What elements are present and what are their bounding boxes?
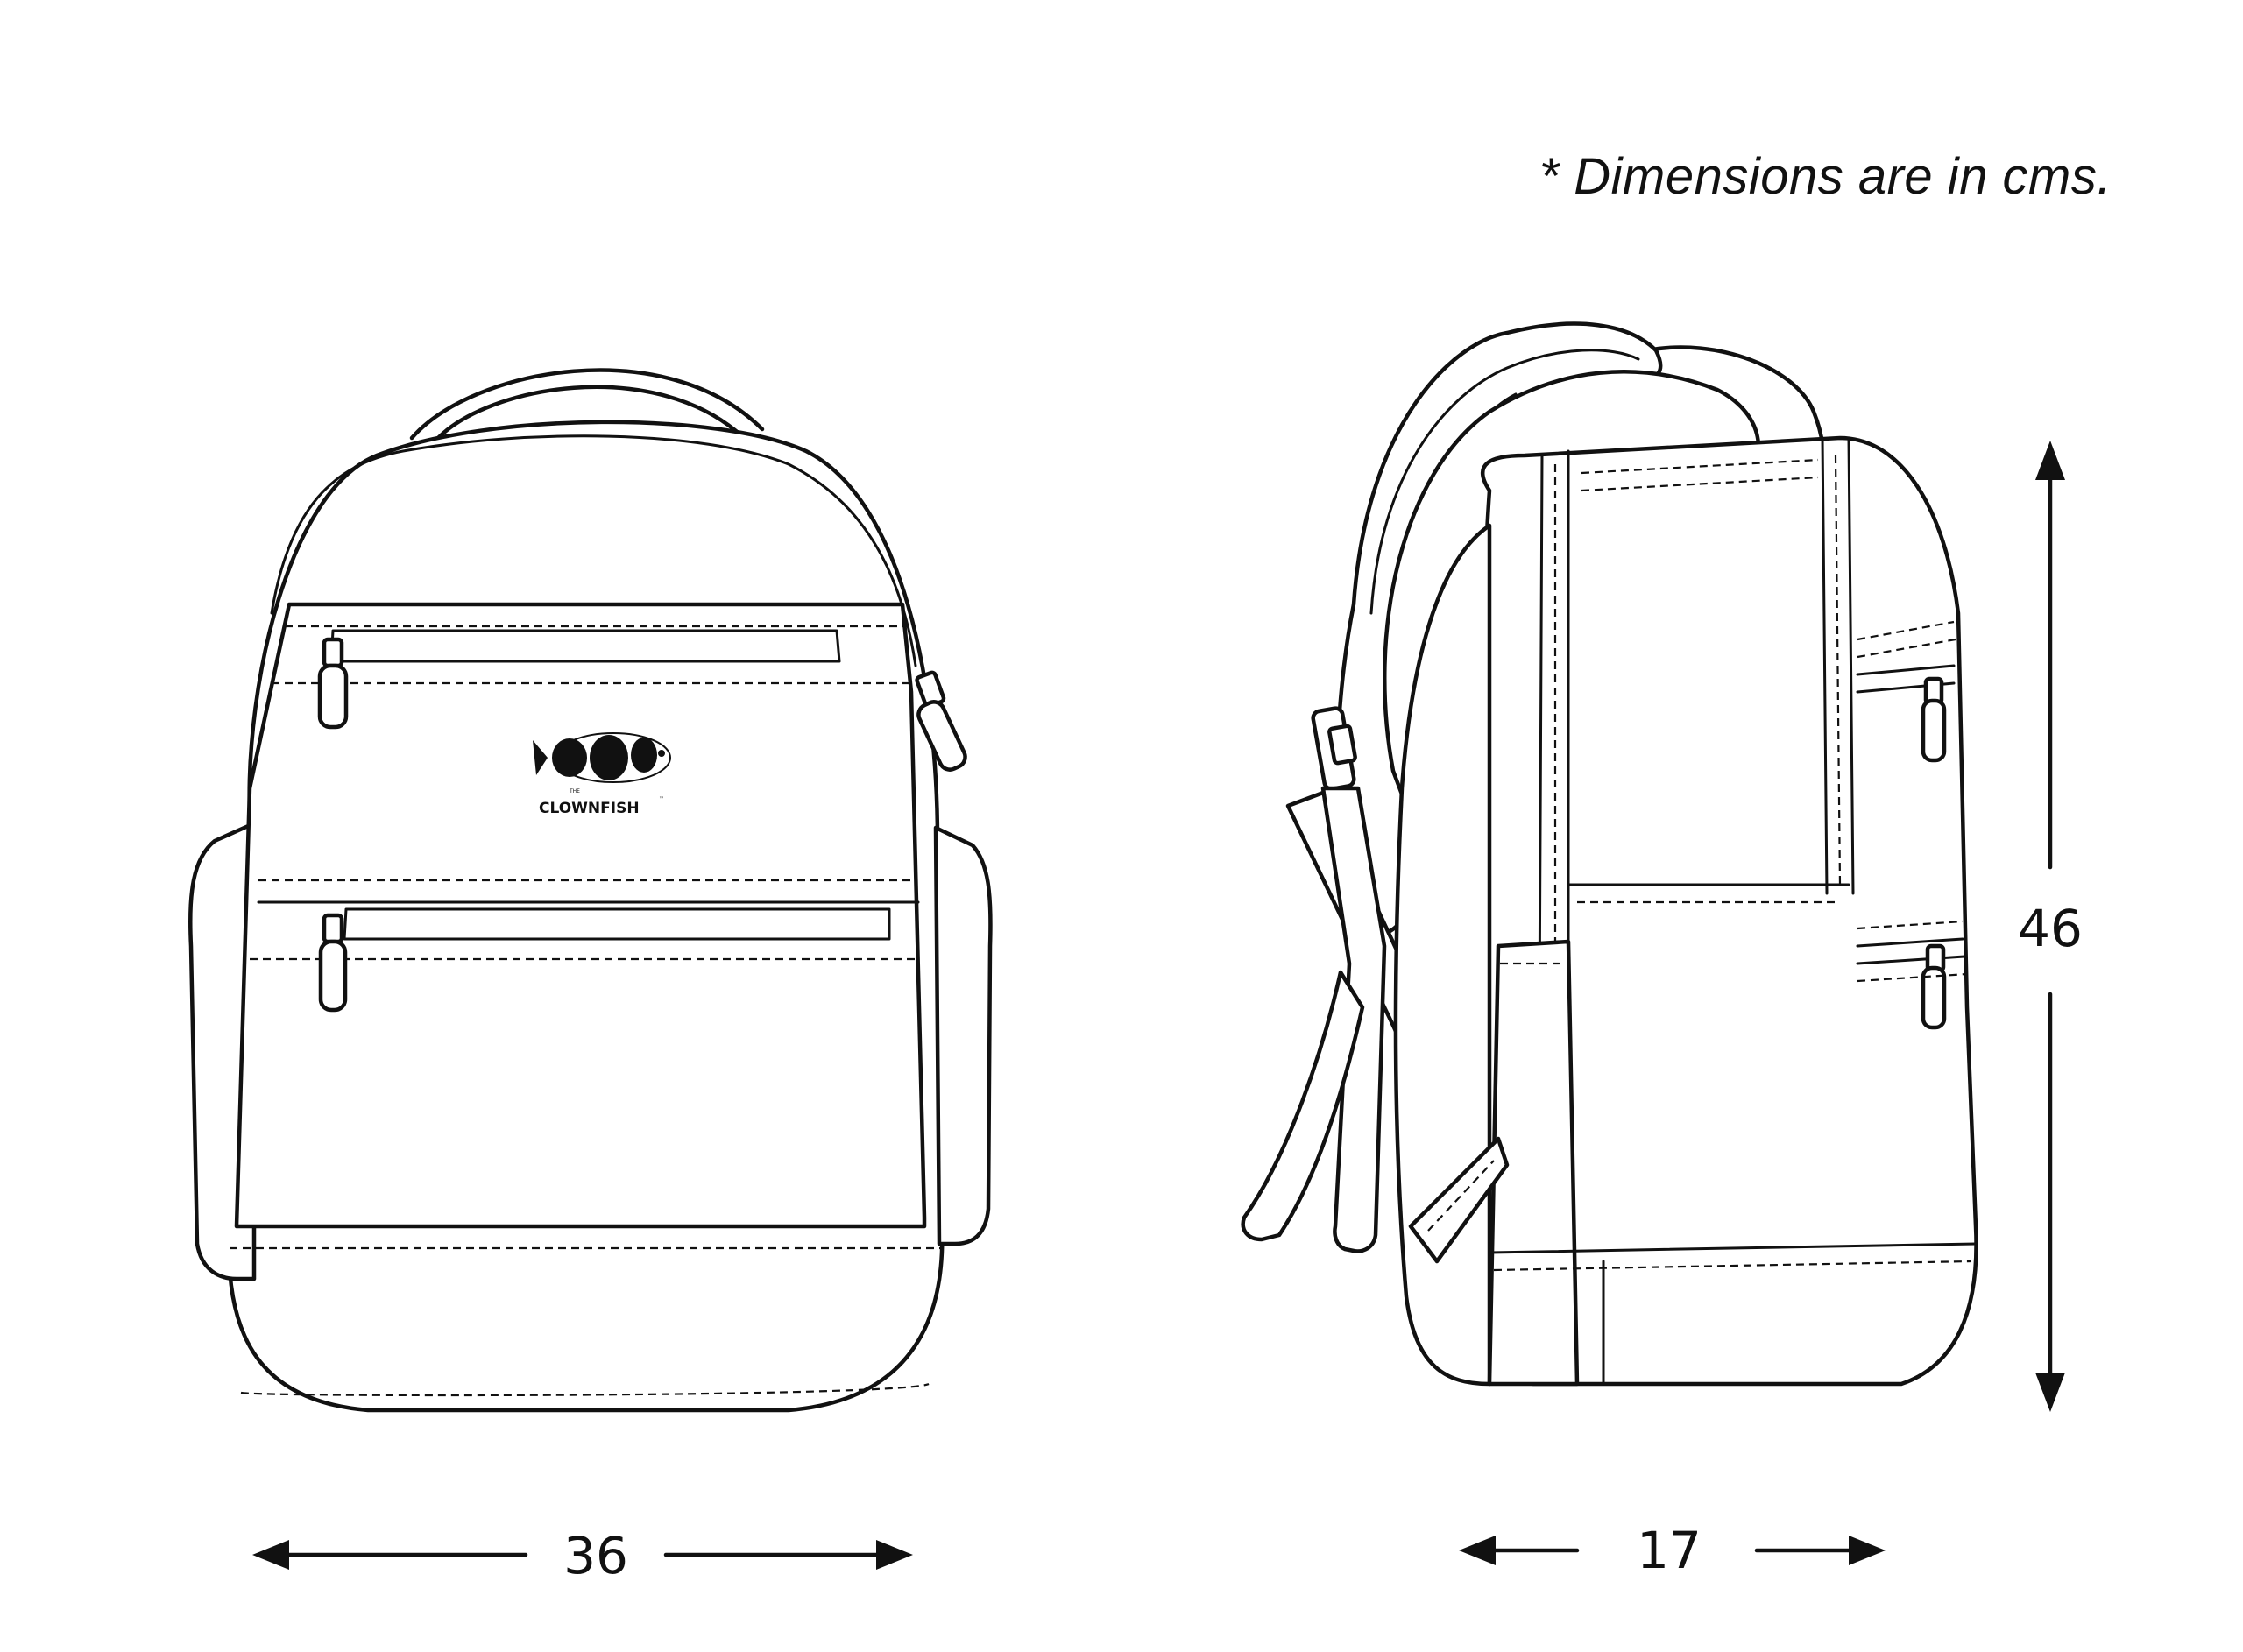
height-label: 46	[2018, 899, 2083, 958]
dimensions-note: * Dimensions are in cms.	[1539, 148, 2112, 205]
depth-dimension: 17	[1459, 1521, 1886, 1580]
compression-strap	[1408, 1136, 1510, 1264]
strap-lower-tail	[1241, 970, 1365, 1242]
front-view: THE CLOWNFISH ™	[188, 368, 993, 1413]
side-upper-zip-puller	[1921, 676, 1947, 763]
front-top-panel	[270, 434, 917, 667]
side-lower-zip-puller	[1921, 943, 1947, 1030]
side-view	[1241, 321, 1978, 1387]
width-label: 36	[563, 1526, 628, 1585]
front-panel	[234, 602, 927, 1229]
front-lower-zip	[343, 907, 891, 941]
brand-name: CLOWNFISH	[539, 800, 640, 817]
clownfish-logo: THE CLOWNFISH ™	[533, 732, 671, 817]
height-dimension: 46	[2018, 441, 2083, 1412]
width-dimension: 36	[252, 1526, 913, 1585]
front-top-handle-inner	[435, 385, 739, 441]
brand-trademark: ™	[659, 796, 664, 802]
strap-buckle	[1311, 706, 1357, 791]
front-upper-zip-puller	[317, 637, 349, 730]
depth-label: 17	[1637, 1521, 1702, 1580]
front-lower-zip-puller	[318, 913, 348, 1013]
brand-prefix: THE	[569, 788, 580, 794]
side-pocket	[1487, 939, 1580, 1387]
front-right-side-pocket	[933, 825, 993, 1246]
front-side-zip-puller	[915, 670, 967, 772]
front-top-handle	[409, 368, 765, 441]
